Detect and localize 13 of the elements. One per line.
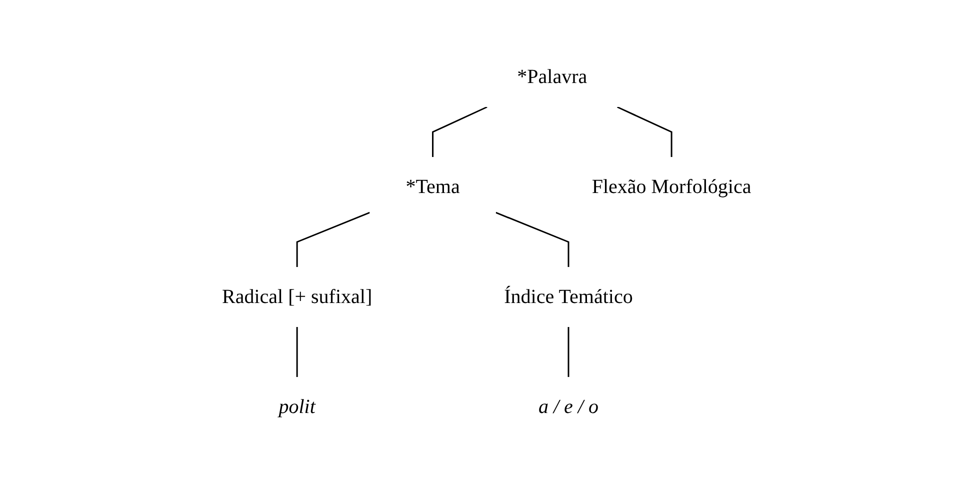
node-text: *Palavra: [517, 66, 588, 88]
connector: [495, 211, 570, 266]
node-text: Radical [+ sufixal]: [222, 285, 372, 308]
node-text: a / e / o: [538, 395, 598, 418]
connector: [296, 326, 298, 376]
node-text: polit: [278, 395, 316, 418]
connector: [568, 326, 570, 376]
node-text: Índice Temático: [504, 285, 633, 308]
connector: [296, 211, 370, 266]
connector: [432, 106, 488, 156]
node-text: *Tema: [406, 175, 460, 198]
node-text: Flexão Morfológica: [592, 175, 752, 198]
connector: [616, 106, 672, 156]
